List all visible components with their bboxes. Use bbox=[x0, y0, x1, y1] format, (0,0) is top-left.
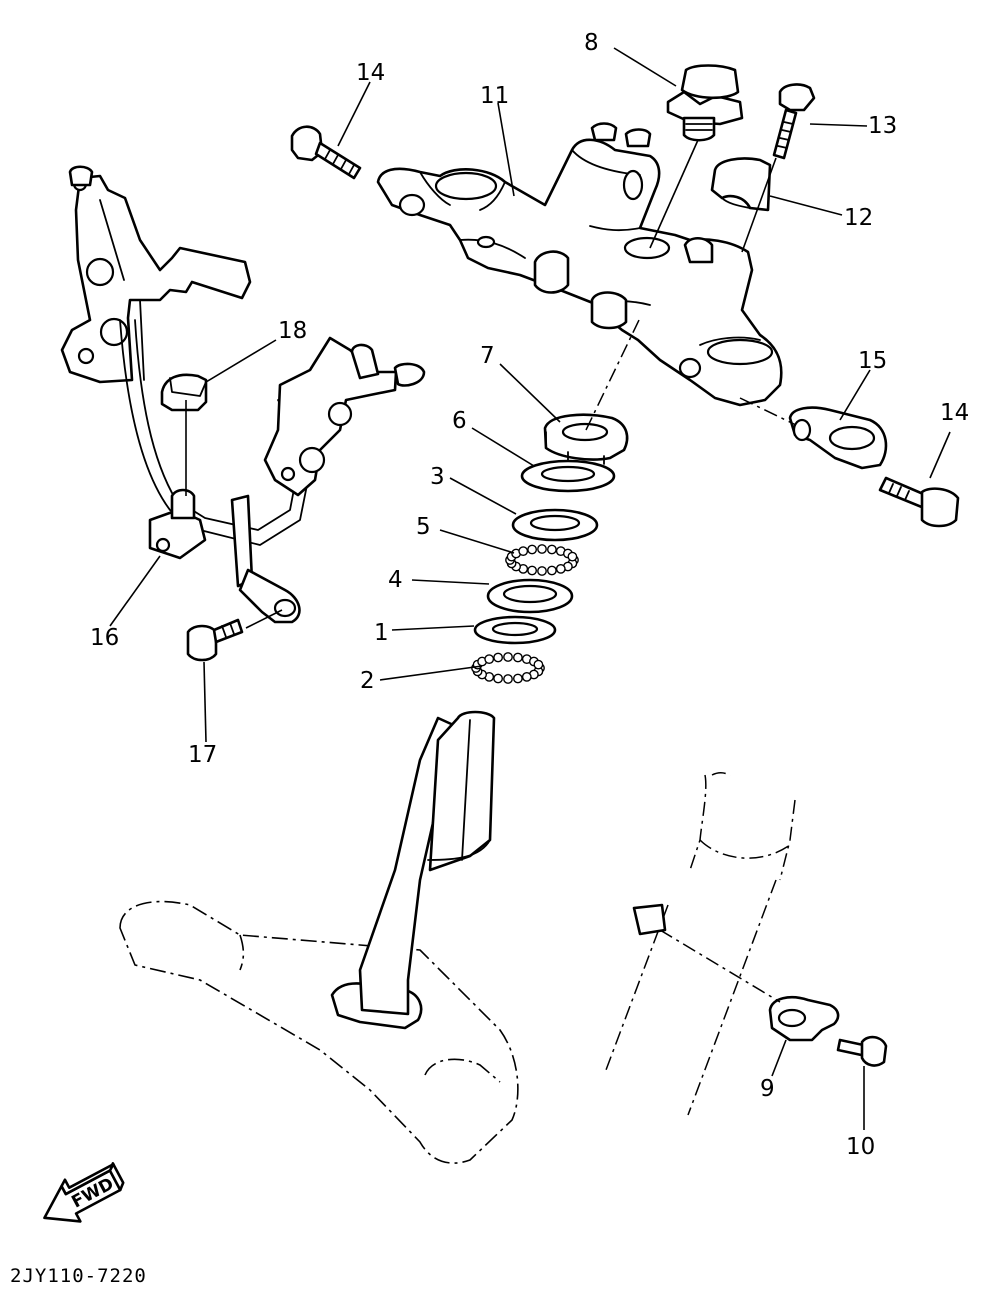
callout-13: 13 bbox=[868, 113, 897, 139]
callout-5: 5 bbox=[416, 514, 431, 540]
bearing-ball bbox=[493, 652, 503, 663]
callout-12: 12 bbox=[844, 205, 873, 231]
callout-10: 10 bbox=[846, 1134, 875, 1160]
assembly-lines bbox=[185, 139, 797, 1003]
bolt-14-upper bbox=[290, 125, 362, 180]
fork-tube bbox=[605, 772, 796, 1116]
bearing-ball bbox=[493, 673, 503, 684]
bearing-ball bbox=[518, 546, 529, 556]
bolt-13 bbox=[772, 83, 816, 160]
bearing-race-4 bbox=[486, 578, 574, 614]
bearing-race-1 bbox=[473, 615, 557, 645]
bolt-10 bbox=[836, 1035, 888, 1067]
bearing-ball bbox=[484, 654, 495, 664]
washer-6 bbox=[520, 459, 616, 493]
diagram-code: 2JY110-7220 bbox=[10, 1265, 147, 1287]
bearing-ball bbox=[547, 544, 557, 555]
bearing-ball bbox=[513, 652, 523, 663]
callout-16: 16 bbox=[90, 625, 119, 651]
forward-arrow: FWD bbox=[43, 1162, 125, 1223]
callout-4: 4 bbox=[388, 567, 403, 593]
callout-17: 17 bbox=[188, 742, 217, 768]
bearing-ball bbox=[567, 551, 578, 562]
bearing-ball bbox=[555, 564, 566, 574]
bearing-ball bbox=[513, 673, 523, 684]
grommet bbox=[160, 373, 208, 412]
bearing-ball bbox=[547, 565, 557, 576]
cable-guide-15 bbox=[788, 406, 888, 470]
bearing-ball bbox=[503, 674, 513, 684]
callout-11: 11 bbox=[480, 83, 509, 109]
callout-18: 18 bbox=[278, 318, 307, 344]
clamp-9 bbox=[632, 903, 840, 1042]
headlight-stay bbox=[60, 165, 426, 624]
bearing-ball bbox=[533, 659, 544, 670]
bearing-ball bbox=[537, 566, 547, 576]
bearing-ball bbox=[527, 544, 537, 555]
bearing-ball bbox=[527, 565, 537, 576]
callout-3: 3 bbox=[430, 464, 445, 490]
callout-2: 2 bbox=[360, 668, 375, 694]
callout-1: 1 bbox=[374, 620, 389, 646]
callout-14-upper: 14 bbox=[356, 60, 385, 86]
callout-9: 9 bbox=[760, 1076, 775, 1102]
bearing-ball bbox=[537, 544, 547, 554]
bearing-race-3 bbox=[511, 508, 599, 542]
top-cap-bolt bbox=[666, 64, 744, 142]
bolt-14-lower bbox=[878, 476, 960, 528]
ball-bearing-2 bbox=[471, 652, 545, 684]
bearing-ball bbox=[521, 672, 532, 682]
bolt-17 bbox=[186, 618, 244, 662]
ring-nut bbox=[543, 413, 629, 465]
under-bracket-steering-shaft bbox=[119, 710, 519, 1164]
bearing-ball bbox=[503, 652, 513, 662]
callout-15: 15 bbox=[858, 348, 887, 374]
callout-8: 8 bbox=[584, 30, 599, 56]
callout-14-lower: 14 bbox=[940, 400, 969, 426]
handlebar-holder bbox=[710, 157, 772, 212]
callout-6: 6 bbox=[452, 408, 467, 434]
upper-bracket bbox=[376, 122, 783, 407]
callout-leaders bbox=[109, 47, 951, 1130]
callout-labels: 8 11 13 12 14 15 14 7 6 3 5 4 1 2 18 16 … bbox=[90, 30, 969, 1160]
ball-bearing-5 bbox=[505, 544, 579, 576]
callout-7: 7 bbox=[480, 343, 495, 369]
